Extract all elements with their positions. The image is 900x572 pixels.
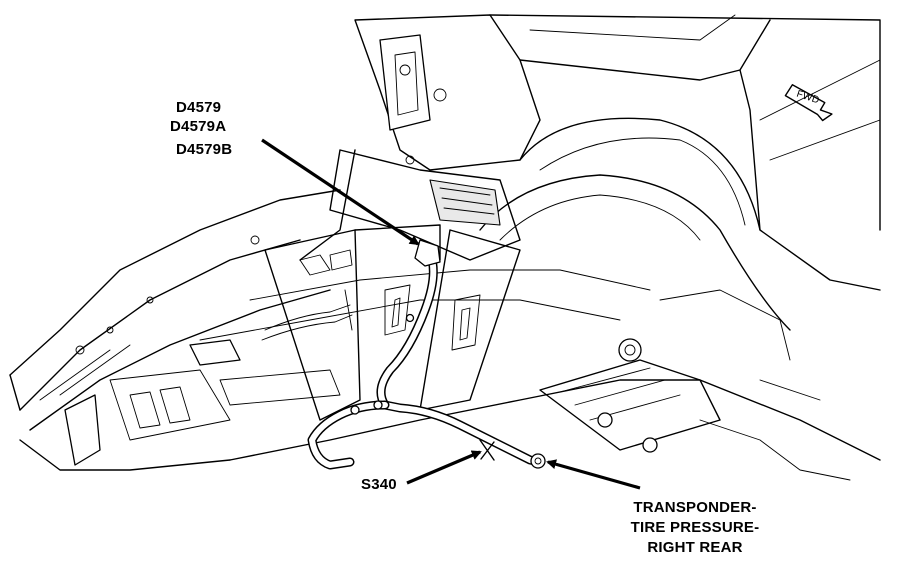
left-frame-rail [9, 189, 341, 471]
connector-callout-arrow [261, 138, 420, 246]
rear-wall-panel [299, 149, 521, 261]
callout-arrows [261, 138, 641, 490]
connector-label-d4579a: D4579A [170, 118, 227, 135]
transponder-label-line-2: TIRE PRESSURE- [630, 519, 760, 536]
quarter-panel-structure [354, 14, 881, 331]
crossmember-panels [264, 224, 521, 421]
transponder-label-line-3: RIGHT REAR [647, 539, 743, 556]
connector-label-d4579b: D4579B [176, 141, 233, 158]
transponder-callout-arrow [546, 459, 641, 490]
floor-pan [189, 269, 881, 481]
splice-callout-arrow [406, 450, 482, 485]
transponder-label-line-1: TRANSPONDER- [633, 499, 757, 516]
wiring-harness [261, 239, 546, 470]
connector-label-d4579: D4579 [176, 99, 222, 116]
splice-label-s340: S340 [361, 476, 397, 493]
forward-direction-indicator [784, 84, 833, 122]
